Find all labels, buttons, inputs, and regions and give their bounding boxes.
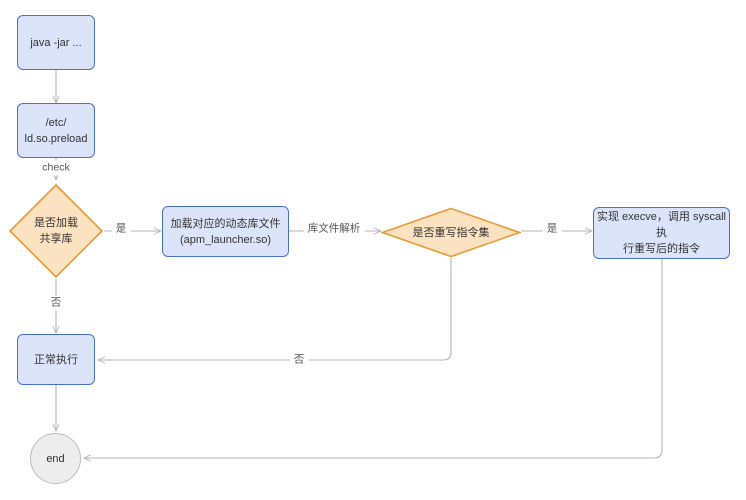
edge-label-yes-2: 是 [542,221,562,237]
node-load-dynamic-library[interactable]: 加载对应的动态库文件 (apm_launcher.so) [162,206,289,257]
diamond-shape-2 [381,207,521,258]
node-end[interactable]: end [30,433,81,484]
edge-label-no-2-text: 否 [293,353,305,366]
node-end-label: end [46,452,65,465]
node-decision-load-shared-lib[interactable]: 是否加载 共享库 [8,183,104,279]
node-ld-so-preload[interactable]: /etc/ ld.so.preload [17,103,95,158]
edge-label-yes-1-text: 是 [115,222,127,235]
node-normal-execution-label: 正常执行 [34,353,78,366]
node-load-dynamic-library-label: 加载对应的动态库文件 (apm_launcher.so) [170,217,281,246]
node-execve-syscall[interactable]: 实现 execve，调用 syscall 执 行重写后的指令 [593,207,730,259]
node-execve-syscall-label: 实现 execve，调用 syscall 执 行重写后的指令 [597,211,726,255]
edge-label-no-1: 否 [46,295,66,311]
edge-label-parse-text: 库文件解析 [307,222,361,235]
node-ld-so-preload-label: /etc/ ld.so.preload [24,116,88,145]
edge-label-check-text: check [42,161,70,174]
node-decision-rewrite-instructions[interactable]: 是否重写指令集 [381,207,521,258]
edge-label-yes-1: 是 [111,221,131,237]
edge-label-no-1-text: 否 [50,296,62,309]
node-start[interactable]: java -jar ... [17,15,95,70]
edge-label-no-2: 否 [289,352,309,368]
node-decision-load-shared-lib-label: 是否加载 共享库 [34,217,78,245]
diamond-shape-1 [8,183,104,279]
edge-label-check: check [38,160,74,176]
node-start-label: java -jar ... [30,36,82,49]
edge-label-yes-2-text: 是 [546,222,558,235]
node-decision-rewrite-instructions-label: 是否重写指令集 [412,226,490,239]
edge-execve-to-end [84,259,663,458]
edge-label-parse: 库文件解析 [303,221,365,237]
node-normal-execution[interactable]: 正常执行 [17,334,95,385]
edge-decision2-to-normal [98,258,452,360]
